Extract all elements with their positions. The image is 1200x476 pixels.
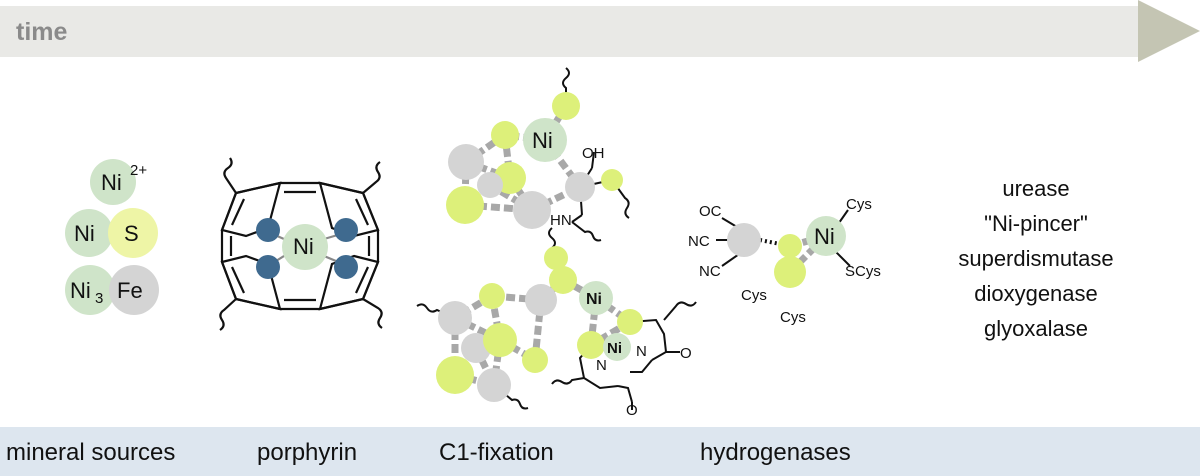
nife-ni-sphere [65, 265, 115, 315]
timeline-arrow: time [0, 0, 1200, 62]
c1-bottom-nickel-a-sphere [579, 281, 613, 315]
enzyme-glyoxalase: glyoxalase [984, 316, 1088, 341]
porphyrin-nickel-sphere [282, 224, 328, 270]
nife-ni-subscript: 3 [95, 290, 103, 307]
c1-top-cluster: Ni OH HN [446, 67, 630, 242]
hydrogenase-cys-top-label: Cys [846, 196, 872, 213]
stage-label-mineral-sources: mineral sources [6, 439, 175, 466]
ni-ion-charge: 2+ [130, 162, 147, 179]
timeline-arrow-shaft [0, 6, 1142, 57]
porphyrin-atoms: Ni [256, 218, 358, 279]
enzyme-dioxygenase: dioxygenase [974, 281, 1098, 306]
porphyrin-substituent-br [362, 298, 383, 329]
c1-ring-n2: N [636, 343, 647, 360]
hydrogenase-scys-label: SCys [845, 263, 881, 280]
ns-s-sphere [108, 208, 158, 258]
c1-bottom-nickel-b-label: Ni [607, 340, 622, 357]
timeline-label: time [16, 18, 68, 46]
c1-top-nickel-label: Ni [532, 128, 553, 153]
ns-ni-label: Ni [74, 221, 95, 246]
enzyme-superdismutase: superdismutase [958, 246, 1113, 271]
c1-carbonyl-o1: O [680, 345, 692, 362]
hydrogenase-cys-left-label: Cys [741, 287, 767, 304]
ns-s-label: S [124, 221, 139, 246]
porphyrin-nitrogen-1 [256, 218, 280, 242]
enzyme-list: urease "Ni-pincer" superdismutase dioxyg… [958, 176, 1113, 341]
hydrogenase-group: Ni OC NC NC Cys SCys Cys Cys [688, 196, 881, 326]
stage-label-c1-fixation: C1-fixation [439, 439, 554, 466]
c1-bottom-cluster: Ni Ni N N O O [416, 227, 697, 419]
c1-bottom-nickel-a-label: Ni [586, 291, 602, 308]
stage-label-hydrogenases: hydrogenases [700, 439, 851, 466]
hydrogenase-nc2-label: NC [699, 263, 721, 280]
hydrogenase-cys-bottom-label: Cys [780, 309, 806, 326]
pyrrole-ring-top-right [318, 181, 380, 238]
porphyrin-substituent-tl [223, 157, 237, 194]
enzyme-ni-pincer: "Ni-pincer" [984, 211, 1088, 236]
nife-ni-label: Ni [70, 278, 91, 303]
stage-band: mineral sources porphyrin C1-fixation hy… [0, 427, 1200, 476]
porphyrin-substituent-bl [219, 298, 237, 331]
c1-oh-label: OH [582, 145, 605, 162]
ni-ion-label: Ni [101, 170, 122, 195]
porphyrin-substituent-tr [362, 161, 381, 194]
timeline-arrow-head [1138, 0, 1200, 62]
c1-top-nickel-sphere [523, 118, 567, 162]
ni-ion-sphere [90, 159, 136, 205]
hydrogenase-oc-label: OC [699, 203, 722, 220]
pyrrole-ring-bottom-left [220, 254, 282, 311]
enzyme-urease: urease [1002, 176, 1069, 201]
stage-band-background [0, 427, 1200, 476]
c1-hn-label: HN [550, 212, 572, 229]
nife-fe-label: Fe [117, 278, 143, 303]
hydrogenase-nc1-label: NC [688, 233, 710, 250]
porphyrin-nitrogen-3 [256, 255, 280, 279]
hydrogenase-nickel-sphere [806, 216, 846, 256]
porphyrin-nickel-label: Ni [293, 234, 314, 259]
stage-label-porphyrin: porphyrin [257, 439, 357, 466]
c1-bottom-nickel-b-sphere [603, 333, 631, 361]
c1-ring-n1: N [596, 357, 607, 374]
hydrogenase-nickel-label: Ni [814, 224, 835, 249]
porphyrin-nitrogen-2 [334, 218, 358, 242]
porphyrin-nitrogen-4 [334, 255, 358, 279]
c1-carbonyl-o2: O [626, 402, 638, 419]
nife-fe-sphere [109, 265, 159, 315]
mineral-sources-group: Ni 2+ Ni S Ni 3 Fe [65, 159, 159, 315]
ns-ni-sphere [65, 209, 113, 257]
